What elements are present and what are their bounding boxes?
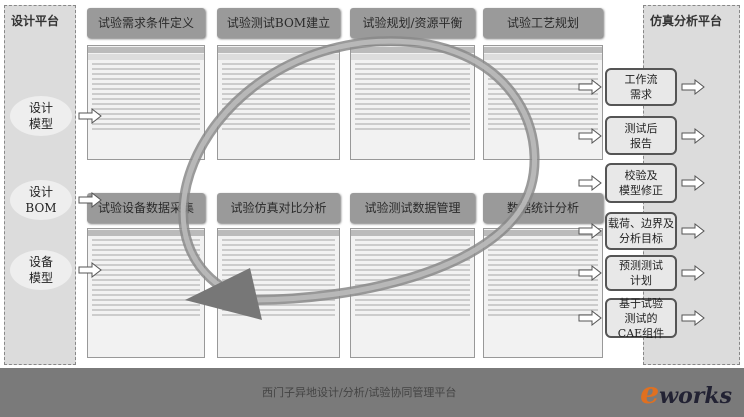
- top-step-label: 试验需求条件定义: [87, 8, 205, 38]
- footer-bar: 西门子异地设计/分析/试验协同管理平台 eworks: [0, 368, 744, 417]
- output-box: 预测测试 计划: [605, 255, 677, 291]
- right-arrow-icon: [681, 79, 705, 95]
- right-arrow-icon: [578, 79, 602, 95]
- right-arrow-icon: [78, 108, 102, 124]
- right-arrow-icon: [578, 223, 602, 239]
- top-step-screenshot: [87, 45, 205, 160]
- top-step-label: 试验工艺规划: [483, 8, 603, 38]
- top-step-label: 试验规划/资源平衡: [350, 8, 475, 38]
- arrowhead-icon: [185, 268, 262, 320]
- right-arrow-icon: [78, 192, 102, 208]
- eworks-logo: eworks: [640, 376, 732, 411]
- top-step-screenshot: [483, 45, 603, 160]
- equipment-model-node: 设备 模型: [10, 250, 72, 290]
- output-box: 载荷、边界及 分析目标: [605, 212, 677, 250]
- right-arrow-icon: [578, 310, 602, 326]
- simulation-platform-title: 仿真分析平台: [650, 14, 723, 28]
- right-arrow-icon: [681, 127, 705, 144]
- design-platform-title: 设计平台: [11, 14, 60, 28]
- top-step-label: 试验测试BOM建立: [217, 8, 340, 38]
- right-arrow-icon: [681, 223, 705, 239]
- footer-text: 西门子异地设计/分析/试验协同管理平台: [262, 386, 457, 399]
- output-box: 校验及 模型修正: [605, 163, 677, 203]
- bottom-step-screenshot: [483, 228, 603, 358]
- right-arrow-icon: [578, 265, 602, 281]
- output-box: 基于试验 测试的 CAE组件: [605, 297, 677, 340]
- output-box: 工作流 需求: [605, 68, 677, 106]
- right-arrow-icon: [578, 175, 602, 191]
- right-arrow-icon: [578, 127, 602, 144]
- bottom-step-label: 试验仿真对比分析: [217, 193, 340, 223]
- right-arrow-icon: [78, 262, 102, 278]
- right-arrow-icon: [681, 310, 705, 326]
- design-model-node: 设计 模型: [10, 96, 72, 136]
- bottom-step-label: 试验测试数据管理: [350, 193, 475, 223]
- design-bom-node: 设计 BOM: [10, 180, 72, 220]
- right-arrow-icon: [681, 175, 705, 191]
- output-box: 测试后 报告: [605, 116, 677, 155]
- top-step-screenshot: [350, 45, 475, 160]
- right-arrow-icon: [681, 265, 705, 281]
